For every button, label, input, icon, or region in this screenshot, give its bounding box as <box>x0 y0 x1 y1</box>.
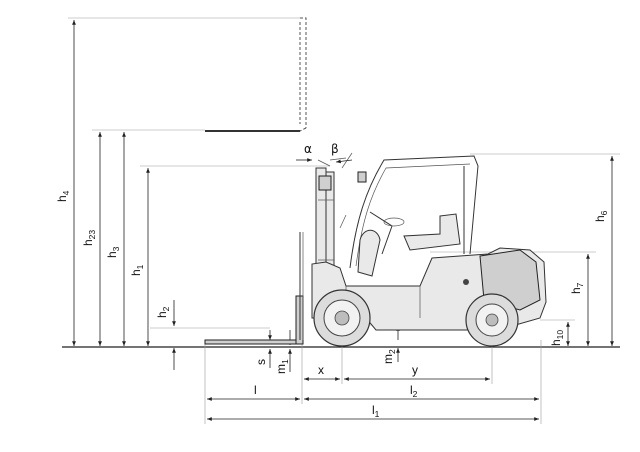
label-alpha: α <box>304 142 312 156</box>
label-x: x <box>318 363 324 377</box>
label-y: y <box>412 363 418 377</box>
label-h7: h7 <box>569 282 585 294</box>
label-beta: β <box>331 142 339 156</box>
label-h1: h1 <box>129 264 145 276</box>
label-h6: h6 <box>593 210 609 222</box>
rear-wheel <box>465 293 519 347</box>
label-l: l <box>254 383 257 397</box>
truck-body <box>311 155 547 331</box>
label-s: s <box>254 359 268 365</box>
label-m2: m2 <box>381 349 397 364</box>
label-h2: h2 <box>155 306 171 318</box>
label-h23: h23 <box>81 230 97 246</box>
dimension-labels: h4 h23 h3 h1 h2 s m1 m2 h6 h7 h10 x y l … <box>55 142 609 419</box>
front-wheel <box>313 289 371 347</box>
label-h3: h3 <box>105 246 121 258</box>
forks-and-mast <box>204 152 353 345</box>
label-h4: h4 <box>55 190 71 202</box>
label-l1: l1 <box>372 403 380 419</box>
label-m1: m1 <box>274 359 290 374</box>
raised-mast-outline <box>205 17 307 132</box>
label-h10: h10 <box>549 330 565 346</box>
label-l2: l2 <box>410 383 418 399</box>
